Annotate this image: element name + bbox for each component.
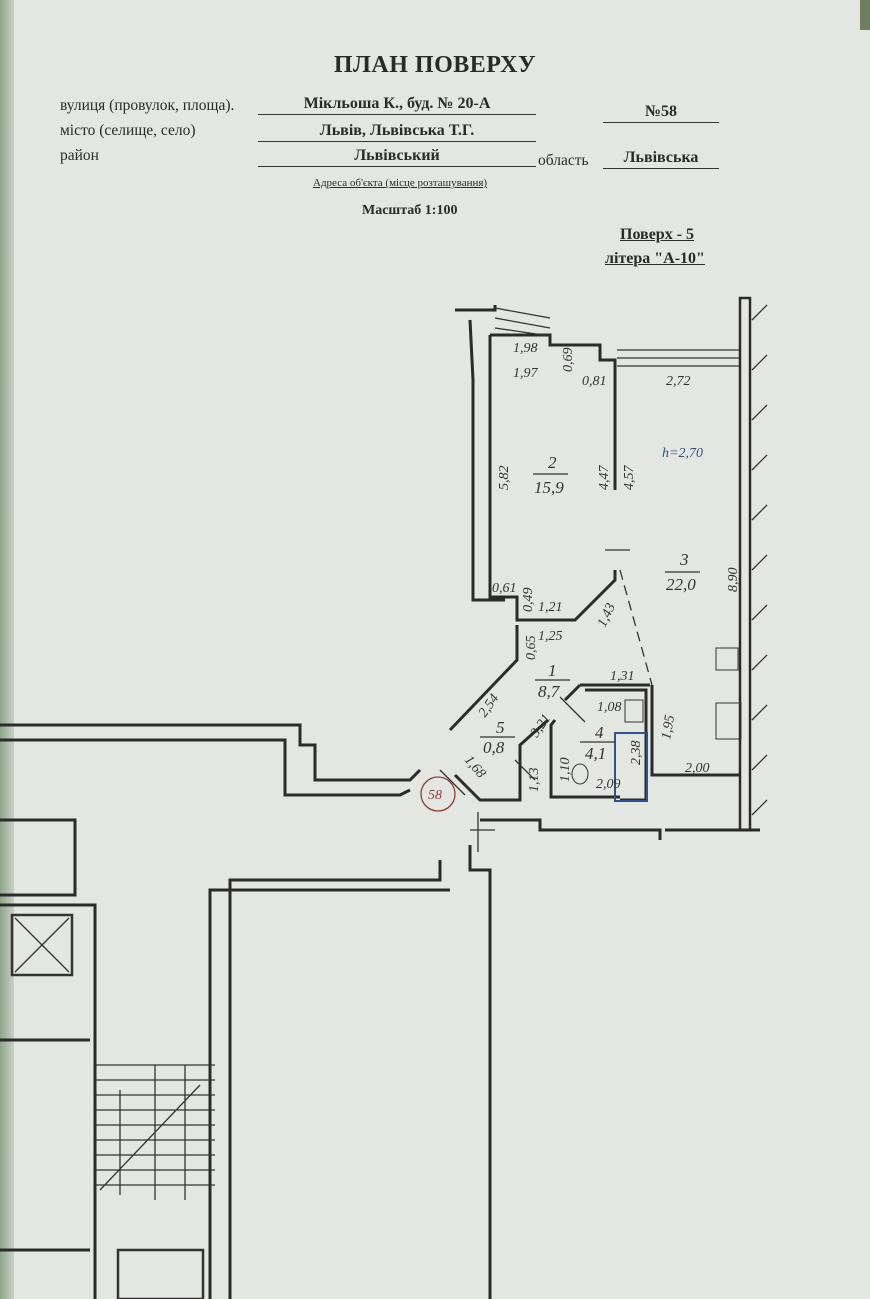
sink-icon xyxy=(624,699,644,723)
toilet-icon xyxy=(571,763,589,785)
dim: 1,68 xyxy=(461,753,488,781)
room-4-number: 4 xyxy=(595,723,604,742)
apartment-marker-number: 58 xyxy=(428,788,442,803)
kitchen-sink-icon xyxy=(715,702,742,740)
dim: 2,54 xyxy=(476,692,502,721)
scale-label: Масштаб 1:100 xyxy=(362,203,458,218)
district-value: Львівський xyxy=(258,147,536,167)
dim: 1,21 xyxy=(538,600,563,615)
apartment-marker xyxy=(420,776,456,812)
external-wall xyxy=(738,296,752,832)
region-value: Львівська xyxy=(603,149,719,169)
street-label: вулиця (провулок, площа). xyxy=(60,97,235,114)
room-1-number: 1 xyxy=(548,661,557,680)
dim: 8,90 xyxy=(726,568,741,593)
wall-hatch xyxy=(751,304,768,816)
dim: 1,98 xyxy=(513,341,538,356)
wall-corridor xyxy=(448,625,650,802)
room-3-number: 3 xyxy=(679,550,689,569)
bathtub-icon xyxy=(614,732,648,802)
staircase-icon xyxy=(95,1064,215,1200)
dim: 1,13 xyxy=(527,768,542,793)
room-5-number: 5 xyxy=(496,718,505,737)
city-label: місто (селище, село) xyxy=(60,122,196,139)
address-caption: Адреса об'єкта (місце розташування) xyxy=(313,177,488,189)
city-value: Львів, Львівська Т.Г. xyxy=(258,122,536,142)
ceiling-height: h=2,70 xyxy=(662,446,703,461)
page-title: ПЛАН ПОВЕРХУ xyxy=(333,52,537,78)
room-3-area: 22,0 xyxy=(666,575,696,594)
dim: 0,65 xyxy=(524,636,539,661)
floor-label: Поверх - 5 xyxy=(620,226,695,243)
door-marks xyxy=(439,696,586,852)
room-5-area: 0,8 xyxy=(483,738,505,757)
elevator-cross xyxy=(14,917,70,973)
region-label: область xyxy=(538,152,589,169)
dim: 1,31 xyxy=(610,669,635,684)
dim: 2,72 xyxy=(666,374,691,389)
arch-line xyxy=(619,569,653,686)
room-2-number: 2 xyxy=(548,453,557,472)
stove-icon xyxy=(715,647,739,671)
window-room-2 xyxy=(494,307,551,337)
wall-room-2 xyxy=(488,333,617,622)
room-4-area: 4,1 xyxy=(585,744,606,763)
dim: 5,82 xyxy=(497,466,512,491)
wall-left-rooms xyxy=(0,818,97,1299)
dim: 1,25 xyxy=(538,629,563,644)
dim: 1,97 xyxy=(513,366,539,381)
letter-label: літера "А-10" xyxy=(605,250,705,267)
dim: 2,38 xyxy=(629,741,644,766)
wall-building-lower xyxy=(208,818,760,1299)
elevator-icon xyxy=(10,913,74,977)
dim: 1,08 xyxy=(597,700,622,715)
stair-landing xyxy=(116,1248,205,1299)
room-1-area: 8,7 xyxy=(538,682,561,701)
dim: 0,81 xyxy=(582,374,607,389)
dim: 0,61 xyxy=(492,581,517,596)
page-edge xyxy=(0,0,14,1299)
dim: 0,49 xyxy=(521,588,536,613)
dim: 1,43 xyxy=(595,601,619,630)
street-value: Мікльоша К., буд. № 20-А xyxy=(258,95,536,115)
wall-kitchen xyxy=(650,685,740,777)
dim: 2,00 xyxy=(685,761,710,776)
wall-building-upper xyxy=(0,723,422,797)
page-corner xyxy=(860,0,870,30)
dim: 1,10 xyxy=(558,758,573,783)
dim: 1,95 xyxy=(659,714,678,741)
room-2-area: 15,9 xyxy=(534,478,564,497)
apartment-number: №58 xyxy=(603,103,719,123)
dim: 2,09 xyxy=(596,777,621,792)
wall-room-2-outer xyxy=(455,305,505,602)
district-label: район xyxy=(60,147,99,164)
dim: 4,47 xyxy=(597,465,612,491)
window-room-3 xyxy=(617,349,740,367)
dim: 0,69 xyxy=(561,348,576,373)
dim: 4,57 xyxy=(622,465,637,491)
